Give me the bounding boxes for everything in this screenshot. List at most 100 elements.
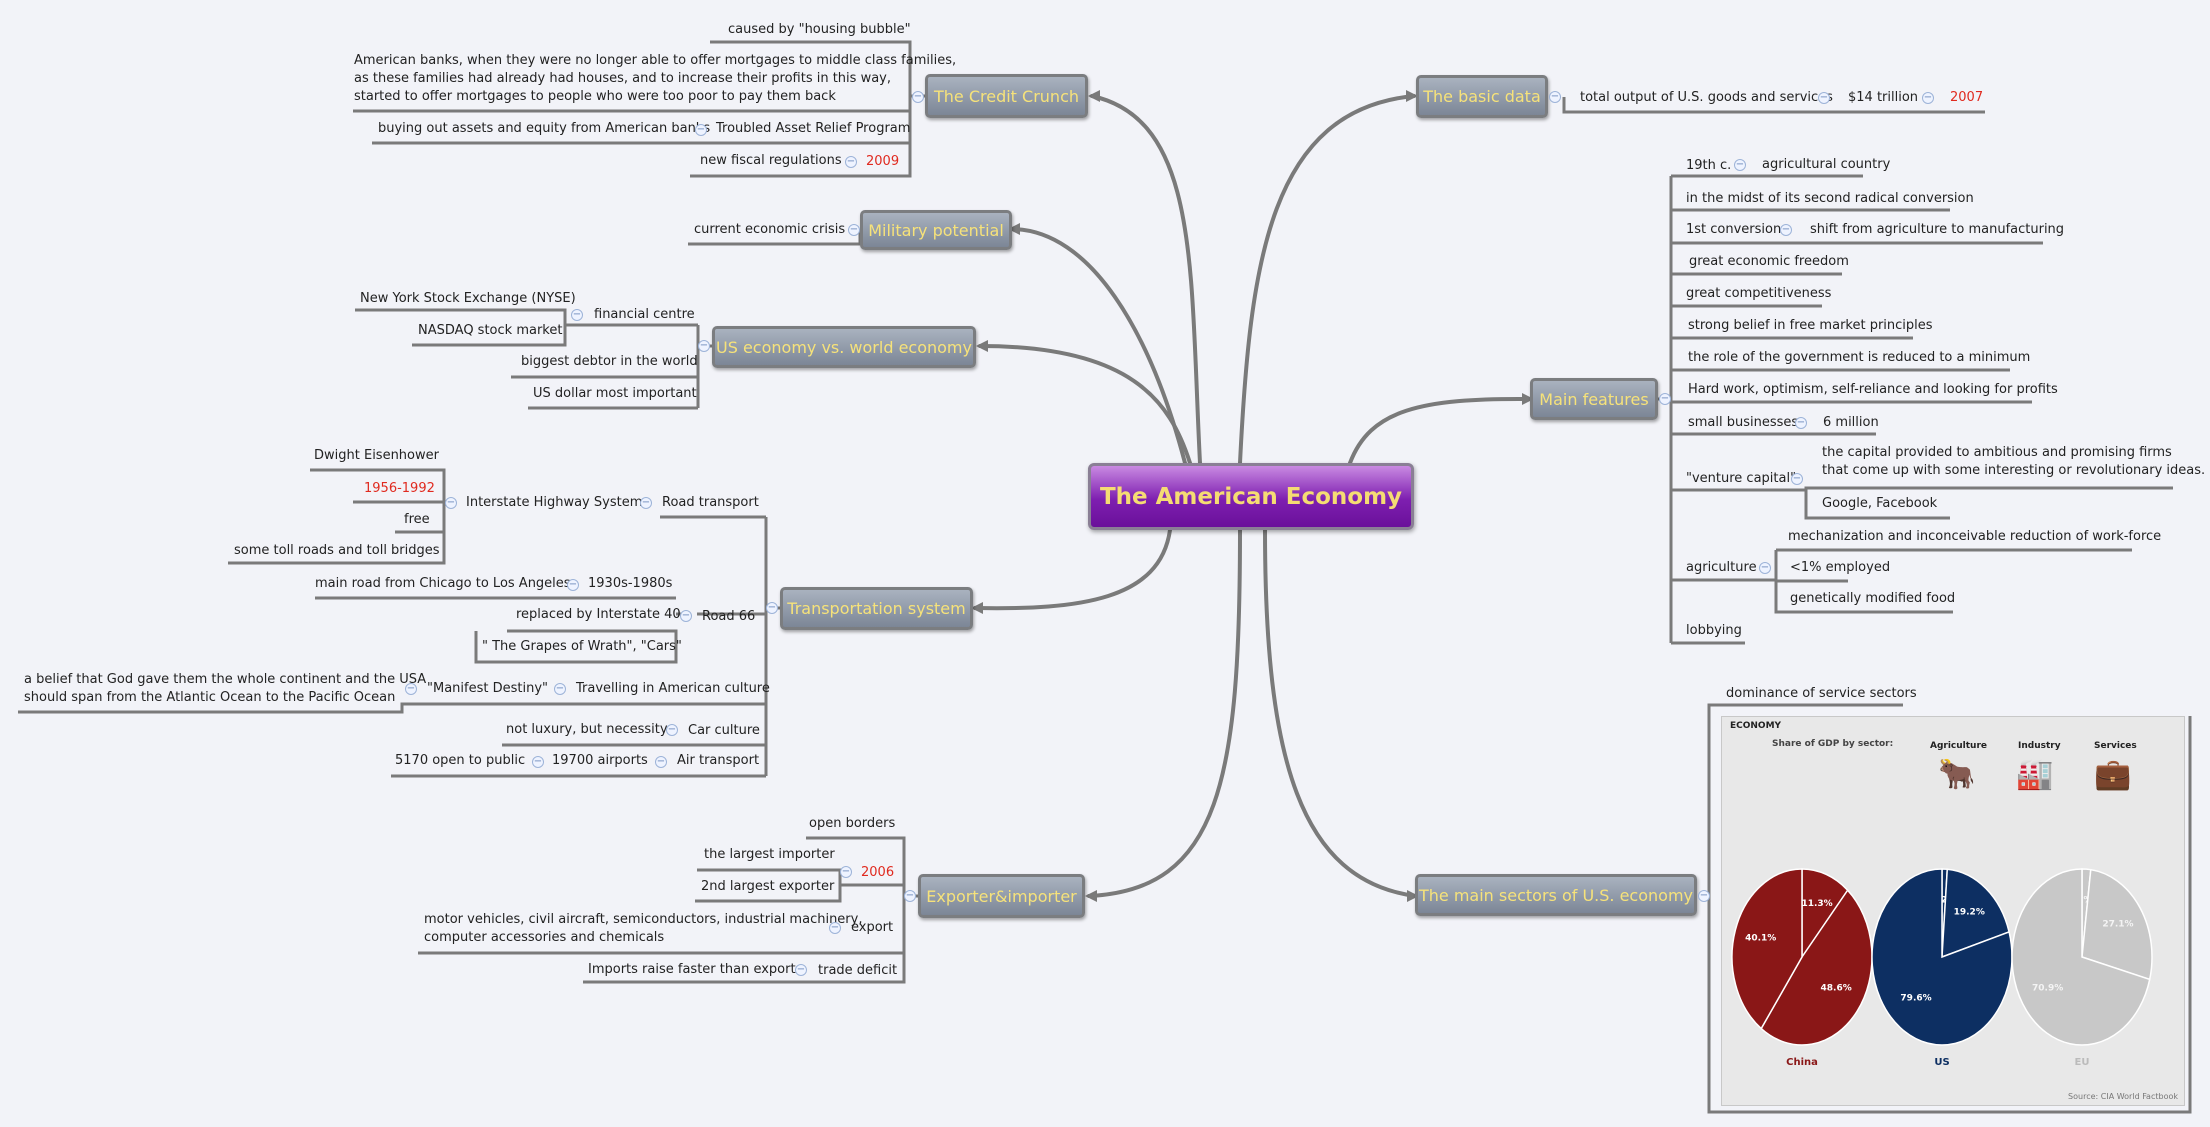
collapse-toggle[interactable]: − [1659,393,1671,405]
collapse-toggle[interactable]: − [1698,890,1710,902]
topic-credit-crunch[interactable]: The Credit Crunch [925,74,1088,118]
node-competitiveness[interactable]: great competitiveness [1686,286,1832,301]
node-grapes-of-wrath[interactable]: " The Grapes of Wrath", "Cars" [482,639,682,654]
node-service-dominance[interactable]: dominance of service sectors [1726,686,1917,701]
node-19th-century[interactable]: 19th c. [1686,158,1732,173]
node-biggest-debtor[interactable]: biggest debtor in the world [521,354,698,369]
collapse-toggle[interactable]: − [1734,159,1746,171]
collapse-toggle[interactable]: − [1549,91,1561,103]
node-lobbying[interactable]: lobbying [1686,623,1742,638]
node-manifest-destiny[interactable]: "Manifest Destiny" [427,681,548,696]
topic-main-features[interactable]: Main features [1530,378,1658,420]
collapse-toggle[interactable]: − [666,724,678,736]
node-google-facebook[interactable]: Google, Facebook [1822,496,1938,511]
node-capital-provided[interactable]: the capital provided to ambitious and pr… [1822,445,2172,460]
node-toll-roads[interactable]: some toll roads and toll bridges [234,543,440,558]
topic-basic-data[interactable]: The basic data [1416,75,1548,118]
topic-military-potential[interactable]: Military potential [860,210,1012,250]
node-not-luxury[interactable]: not luxury, but necessity [506,722,668,737]
collapse-toggle[interactable]: − [848,224,860,236]
collapse-toggle[interactable]: − [698,340,710,352]
node-travelling[interactable]: Travelling in American culture [576,681,770,696]
collapse-toggle[interactable]: − [840,866,852,878]
collapse-toggle[interactable]: − [1818,92,1830,104]
collapse-toggle[interactable]: − [766,602,778,614]
node-car-culture[interactable]: Car culture [688,723,760,738]
node-main-road[interactable]: main road from Chicago to Los Angeles [315,576,571,591]
node-air-transport[interactable]: Air transport [677,753,760,768]
collapse-toggle[interactable]: − [1922,92,1934,104]
node-year-2007[interactable]: 2007 [1950,90,1984,105]
node-interstate-40[interactable]: replaced by Interstate 40 [516,607,681,622]
node-six-million[interactable]: 6 million [1823,415,1879,430]
node-venture-capital[interactable]: "venture capital" [1686,471,1797,486]
collapse-toggle[interactable]: − [655,756,667,768]
node-economic-crisis[interactable]: current economic crisis [694,222,846,237]
node-god-belief[interactable]: a belief that God gave them the whole co… [24,672,427,687]
node-trade-deficit[interactable]: trade deficit [818,963,898,978]
node-open-borders[interactable]: open borders [809,816,896,831]
node-open-to-public[interactable]: 5170 open to public [395,753,526,768]
node-hard-work[interactable]: Hard work, optimism, self-reliance and l… [1688,382,2058,397]
node-economic-freedom[interactable]: great economic freedom [1689,254,1849,269]
node-first-conversion[interactable]: 1st conversion [1686,222,1782,237]
collapse-toggle[interactable]: − [640,497,652,509]
node-government-role[interactable]: the role of the government is reduced to… [1688,350,2031,365]
collapse-toggle[interactable]: − [1795,417,1807,429]
collapse-toggle[interactable]: − [795,964,807,976]
collapse-toggle[interactable]: − [695,124,707,136]
central-topic[interactable]: The American Economy [1088,463,1414,530]
node-year-2009[interactable]: 2009 [866,154,900,169]
collapse-toggle[interactable]: − [680,610,692,622]
topic-main-sectors[interactable]: The main sectors of U.S. economy [1415,874,1697,916]
collapse-toggle[interactable]: − [567,579,579,591]
collapse-toggle[interactable]: − [405,683,417,695]
node-gmo[interactable]: genetically modified food [1790,591,1956,606]
node-tarp[interactable]: Troubled Asset Relief Program [716,121,911,136]
node-housing-bubble[interactable]: caused by "housing bubble" [728,22,911,37]
node-second-conversion[interactable]: in the midst of its second radical conve… [1686,191,1974,206]
node-second-exporter[interactable]: 2nd largest exporter [701,879,835,894]
node-total-output[interactable]: total output of U.S. goods and services [1580,90,1833,105]
node-american-banks[interactable]: American banks, when they were no longer… [354,53,957,68]
node-nyse[interactable]: New York Stock Exchange (NYSE) [360,291,576,306]
collapse-toggle[interactable]: − [845,156,857,168]
collapse-toggle[interactable]: − [829,922,841,934]
node-largest-importer[interactable]: the largest importer [704,847,835,862]
node-eisenhower[interactable]: Dwight Eisenhower [314,448,439,463]
node-years-1956-1992[interactable]: 1956-1992 [364,481,435,496]
node-14-trillion[interactable]: $14 trillion [1848,90,1919,105]
collapse-toggle[interactable]: − [571,309,583,321]
node-interstate-highway[interactable]: Interstate Highway System [466,495,643,510]
node-free-market[interactable]: strong belief in free market principles [1688,318,1933,333]
collapse-toggle[interactable]: − [904,890,916,902]
node-road-transport[interactable]: Road transport [662,495,759,510]
collapse-toggle[interactable]: − [445,497,457,509]
node-financial-centre[interactable]: financial centre [594,307,695,322]
node-buying-assets[interactable]: buying out assets and equity from Americ… [378,121,711,136]
node-export[interactable]: export [851,920,894,935]
collapse-toggle[interactable]: − [1791,473,1803,485]
node-imports-raise[interactable]: Imports raise faster than exports [588,962,803,977]
node-shift-manufacturing[interactable]: shift from agriculture to manufacturing [1810,222,2065,237]
node-free[interactable]: free [404,512,430,527]
collapse-toggle[interactable]: − [912,91,924,103]
collapse-toggle[interactable]: − [1759,562,1771,574]
node-nasdaq[interactable]: NASDAQ stock market [418,323,563,338]
topic-exporter-importer[interactable]: Exporter&importer [918,874,1085,918]
node-airports[interactable]: 19700 airports [552,753,648,768]
node-us-dollar[interactable]: US dollar most important [533,386,697,401]
node-mechanization[interactable]: mechanization and inconceivable reductio… [1788,529,2162,544]
collapse-toggle[interactable]: − [554,683,566,695]
node-small-businesses[interactable]: small businesses [1688,415,1799,430]
node-fiscal-regulations[interactable]: new fiscal regulations [700,153,842,168]
node-decades[interactable]: 1930s-1980s [588,576,673,591]
collapse-toggle[interactable]: − [1780,224,1792,236]
topic-transportation[interactable]: Transportation system [780,587,973,630]
node-road-66[interactable]: Road 66 [702,609,756,624]
node-employed[interactable]: <1% employed [1790,560,1891,575]
topic-us-vs-world[interactable]: US economy vs. world economy [712,326,976,368]
node-year-2006[interactable]: 2006 [861,865,895,880]
node-agriculture[interactable]: agriculture [1686,560,1757,575]
collapse-toggle[interactable]: − [532,756,544,768]
